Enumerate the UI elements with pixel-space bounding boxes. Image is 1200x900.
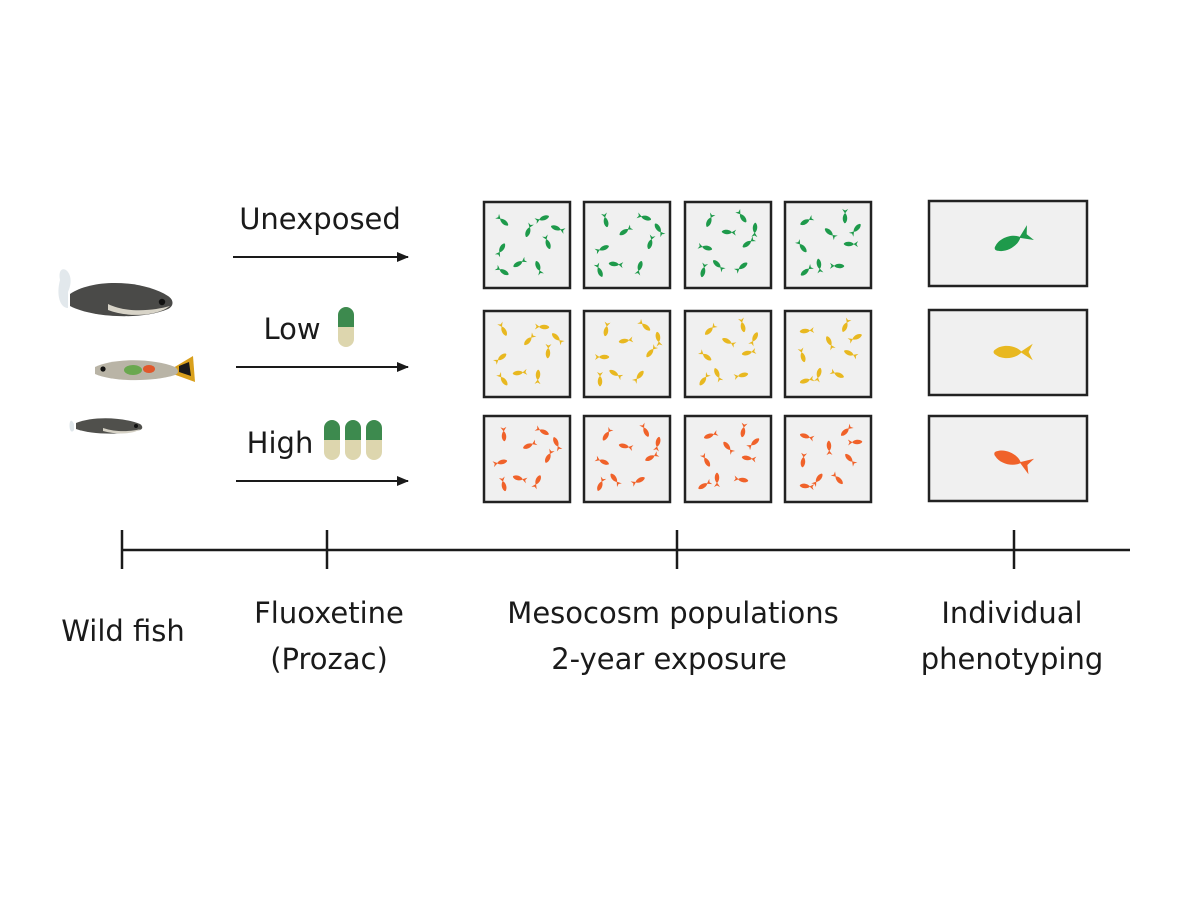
- treatment-label-high: High: [247, 426, 314, 460]
- mesocosm-tank: [582, 309, 672, 399]
- mesocosm-tank: [482, 200, 572, 290]
- mesocosm-tank: [783, 200, 873, 290]
- mesocosm-tank: [582, 200, 672, 290]
- stage-label-exposure: 2-year exposure: [551, 642, 787, 676]
- pill-icon-group-low: [338, 307, 354, 347]
- wild-fish-female-large: [58, 269, 173, 317]
- mesocosm-tank: [582, 414, 672, 504]
- stage-label-mesocosm: Mesocosm populations: [507, 596, 838, 630]
- wild-fish-images: [58, 269, 195, 434]
- stage-label-wild-fish: Wild fish: [61, 614, 185, 648]
- mesocosm-tank: [683, 414, 773, 504]
- phenotyping-tank: [927, 308, 1089, 397]
- mesocosm-tank: [482, 414, 572, 504]
- phenotyping-tank: [927, 414, 1089, 503]
- pill-icon: [366, 420, 382, 460]
- pill-icon-group-high: [324, 420, 382, 460]
- treatment-label-low: Low: [263, 312, 320, 346]
- stage-label-individual: Individual: [941, 596, 1082, 630]
- mesocosm-tank: [683, 309, 773, 399]
- pill-icon: [338, 307, 354, 347]
- mesocosm-tank: [783, 309, 873, 399]
- mesocosm-tank: [783, 414, 873, 504]
- mesocosm-tank: [683, 200, 773, 290]
- stage-label-phenotyping: phenotyping: [921, 642, 1104, 676]
- phenotyping-tank: [927, 199, 1089, 288]
- treatment-label-unexposed: Unexposed: [239, 202, 401, 236]
- timeline: [120, 530, 1130, 569]
- mesocosm-tank: [482, 309, 572, 399]
- stage-label-fluoxetine: Fluoxetine: [254, 596, 404, 630]
- wild-fish-male-colorful: [95, 356, 195, 382]
- mesocosm-tank-grid: [482, 200, 873, 504]
- pill-icon: [345, 420, 361, 460]
- phenotyping-tanks: [927, 199, 1089, 503]
- stage-label-prozac: (Prozac): [270, 642, 388, 676]
- wild-fish-small: [69, 418, 143, 434]
- pill-icon: [324, 420, 340, 460]
